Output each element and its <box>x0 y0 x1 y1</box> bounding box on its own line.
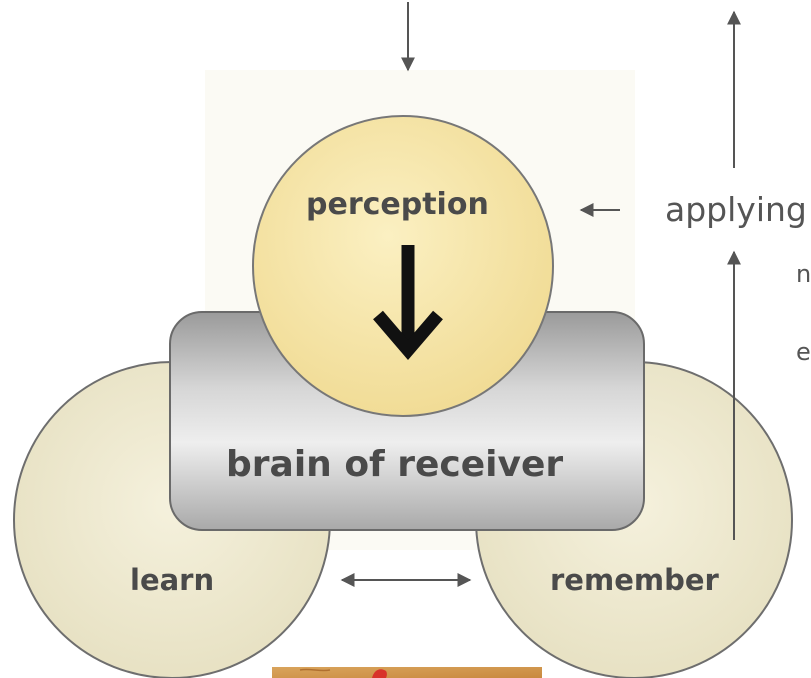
cropped-text-fragment-2: e <box>796 338 811 366</box>
down-arrow-icon <box>373 245 443 360</box>
remember-label: remember <box>550 563 719 597</box>
learn-label: learn <box>130 563 215 597</box>
brain-of-receiver-label: brain of receiver <box>226 444 564 485</box>
cropped-text-fragment-1: n <box>796 260 811 288</box>
perception-label: perception <box>306 187 489 222</box>
applying-label: applying <box>665 190 807 229</box>
cropped-image <box>272 667 542 678</box>
